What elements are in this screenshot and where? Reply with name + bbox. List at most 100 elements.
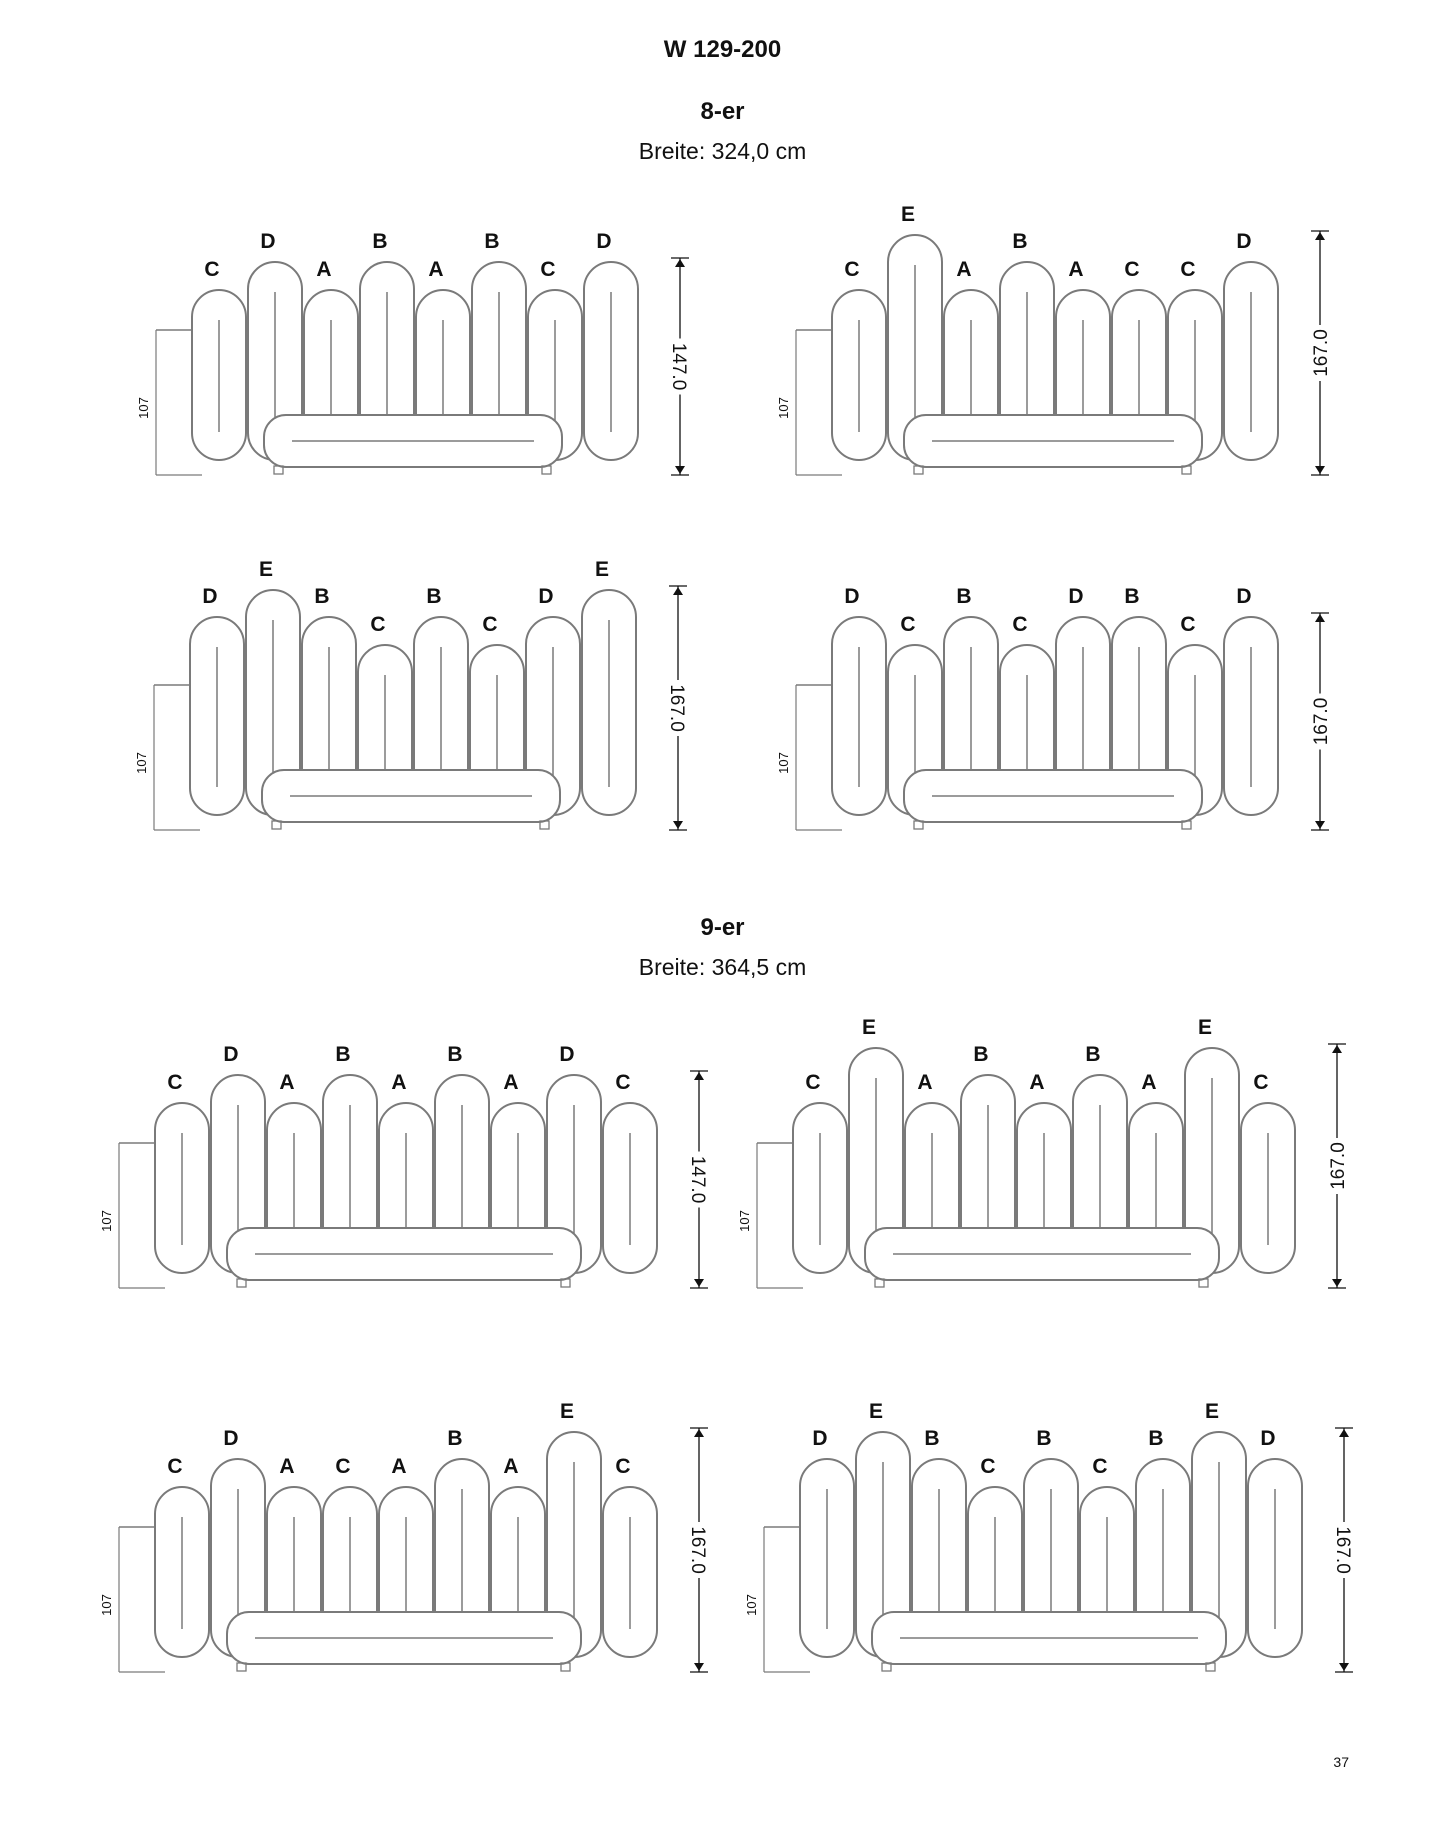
sofa-foot: [1205, 1662, 1216, 1672]
module-label: E: [560, 1400, 574, 1423]
module-label: E: [862, 1016, 876, 1039]
sofa-foot: [913, 820, 924, 830]
height-arrow: [1315, 614, 1325, 622]
height-arrow: [1315, 232, 1325, 240]
document-title: W 129-200: [663, 36, 782, 63]
module-label: E: [1198, 1016, 1212, 1039]
module-label: C: [335, 1455, 350, 1478]
seat-height-label: 107: [136, 397, 151, 419]
sofa-foot: [271, 820, 282, 830]
sofa-foot: [539, 820, 550, 830]
sofa-foot: [560, 1662, 571, 1672]
height-arrow: [1332, 1045, 1342, 1053]
height-label-bg: [687, 1522, 711, 1578]
height-label-bg: [1325, 1138, 1349, 1194]
module-label: C: [1012, 613, 1027, 636]
total-height-label: 167.0: [1311, 329, 1332, 377]
module-label: D: [844, 585, 859, 608]
sofa-foot: [881, 1662, 892, 1672]
module-label: B: [314, 585, 329, 608]
module-label: A: [1141, 1071, 1156, 1094]
total-height-label: 167.0: [687, 1526, 708, 1574]
module-label: D: [1236, 585, 1251, 608]
module-label: B: [447, 1043, 462, 1066]
module-label: B: [1012, 230, 1027, 253]
module-label: D: [1260, 1427, 1275, 1450]
height-label-bg: [668, 338, 692, 395]
height-arrow: [675, 259, 685, 267]
module-label: B: [447, 1427, 462, 1450]
module-label: A: [316, 258, 331, 281]
height-arrow: [694, 1072, 704, 1080]
module-label: D: [202, 585, 217, 608]
module-label: C: [1180, 258, 1195, 281]
seat-height-label: 107: [776, 397, 791, 419]
module-label: A: [1068, 258, 1083, 281]
module-label: C: [1092, 1455, 1107, 1478]
module-label: A: [279, 1455, 294, 1478]
module-label: B: [426, 585, 441, 608]
module-label: A: [391, 1455, 406, 1478]
total-height-label: 167.0: [1332, 1526, 1353, 1574]
sofa-foot: [913, 465, 924, 475]
height-arrow: [1315, 466, 1325, 474]
module-label: E: [1205, 1400, 1219, 1423]
height-label-bg: [1308, 693, 1332, 750]
module-label: C: [615, 1455, 630, 1478]
module-label: C: [1253, 1071, 1268, 1094]
module-label: E: [869, 1400, 883, 1423]
module-label: B: [1124, 585, 1139, 608]
sofa-foot: [1198, 1278, 1209, 1288]
module-label: C: [1180, 613, 1195, 636]
module-label: D: [538, 585, 553, 608]
height-label-bg: [666, 680, 690, 736]
total-height-label: 167.0: [1328, 1142, 1349, 1190]
module-label: B: [484, 230, 499, 253]
module-label: A: [391, 1071, 406, 1094]
module-label: E: [595, 558, 609, 581]
sofa-foot: [1181, 820, 1192, 830]
seat-height-label: 107: [744, 1594, 759, 1616]
sofa-foot: [236, 1662, 247, 1672]
module-label: C: [1124, 258, 1139, 281]
module-label: C: [615, 1071, 630, 1094]
section-title-9er: 9-er: [700, 914, 745, 941]
module-label: D: [596, 230, 611, 253]
module-label: C: [204, 258, 219, 281]
total-height-label: 147.0: [687, 1156, 708, 1204]
module-label: B: [1148, 1427, 1163, 1450]
module-label: C: [370, 613, 385, 636]
module-label: C: [844, 258, 859, 281]
height-label-bg: [1308, 325, 1332, 381]
module-label: A: [503, 1455, 518, 1478]
module-label: C: [167, 1071, 182, 1094]
module-label: A: [428, 258, 443, 281]
module-label: E: [259, 558, 273, 581]
height-arrow: [694, 1663, 704, 1671]
total-height-label: 167.0: [666, 684, 687, 732]
module-label: A: [917, 1071, 932, 1094]
module-label: D: [559, 1043, 574, 1066]
module-label: C: [805, 1071, 820, 1094]
seat-height-label: 107: [134, 752, 149, 774]
module-label: B: [924, 1427, 939, 1450]
height-arrow: [1339, 1663, 1349, 1671]
height-arrow: [1332, 1279, 1342, 1287]
page-number: 37: [1333, 1754, 1349, 1770]
seat-height-label: 107: [99, 1594, 114, 1616]
seat-height-label: 107: [737, 1210, 752, 1232]
module-label: B: [1036, 1427, 1051, 1450]
section-title-8er: 8-er: [700, 98, 745, 125]
section-width-9er: Breite: 364,5 cm: [638, 954, 807, 980]
module-label: B: [372, 230, 387, 253]
height-label-bg: [1332, 1522, 1356, 1578]
module-label: C: [980, 1455, 995, 1478]
module-label: B: [973, 1043, 988, 1066]
